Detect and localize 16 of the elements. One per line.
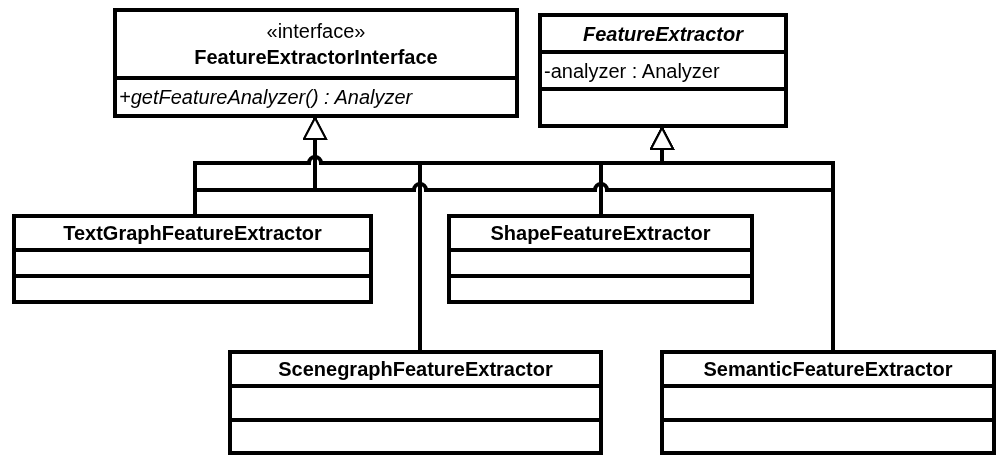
attribute: -analyzer : Analyzer (544, 58, 720, 84)
class-name: FeatureExtractor (582, 21, 744, 47)
interface-box (113, 8, 519, 118)
stereotype: «interface» (266, 19, 366, 44)
class-name: FeatureExtractorInterface (194, 45, 438, 70)
class-name: ShapeFeatureExtractor (490, 221, 711, 246)
class-name: TextGraphFeatureExtractor (63, 221, 322, 246)
class-box (660, 350, 996, 455)
class-box (12, 214, 373, 304)
abstract-class-box (538, 13, 788, 128)
class-name: SemanticFeatureExtractor (703, 357, 953, 382)
class-name: ScenegraphFeatureExtractor (278, 357, 553, 382)
class-box (447, 214, 754, 304)
method: +getFeatureAnalyzer() : Analyzer (119, 85, 413, 110)
class-box (228, 350, 603, 455)
generalization-arrow (650, 127, 835, 350)
